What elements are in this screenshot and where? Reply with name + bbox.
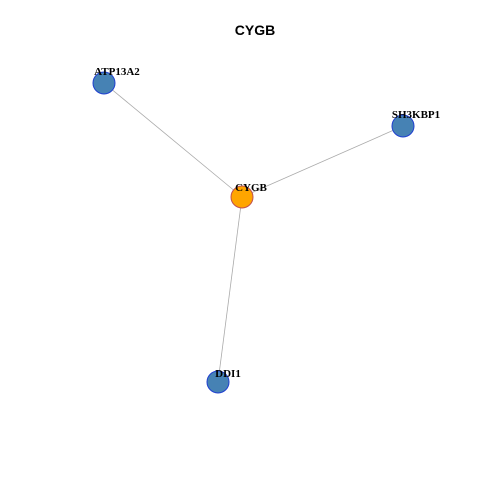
chart-title: CYGB [235, 22, 275, 38]
node-atp13a2[interactable] [92, 71, 116, 95]
node-cygb[interactable] [230, 185, 254, 209]
edges-layer [103, 82, 404, 383]
nodes-layer [92, 71, 415, 394]
node-label-sh3kbp1: SH3KBP1 [392, 109, 440, 121]
node-label-cygb: CYGB [235, 182, 267, 194]
node-sh3kbp1[interactable] [391, 114, 415, 138]
edge-cygb-atp13a2 [103, 82, 243, 198]
edge-cygb-ddi1 [217, 196, 243, 383]
edge-cygb-sh3kbp1 [241, 125, 404, 198]
node-ddi1[interactable] [206, 370, 230, 394]
node-label-ddi1: DDI1 [215, 368, 241, 380]
node-label-atp13a2: ATP13A2 [94, 66, 140, 78]
